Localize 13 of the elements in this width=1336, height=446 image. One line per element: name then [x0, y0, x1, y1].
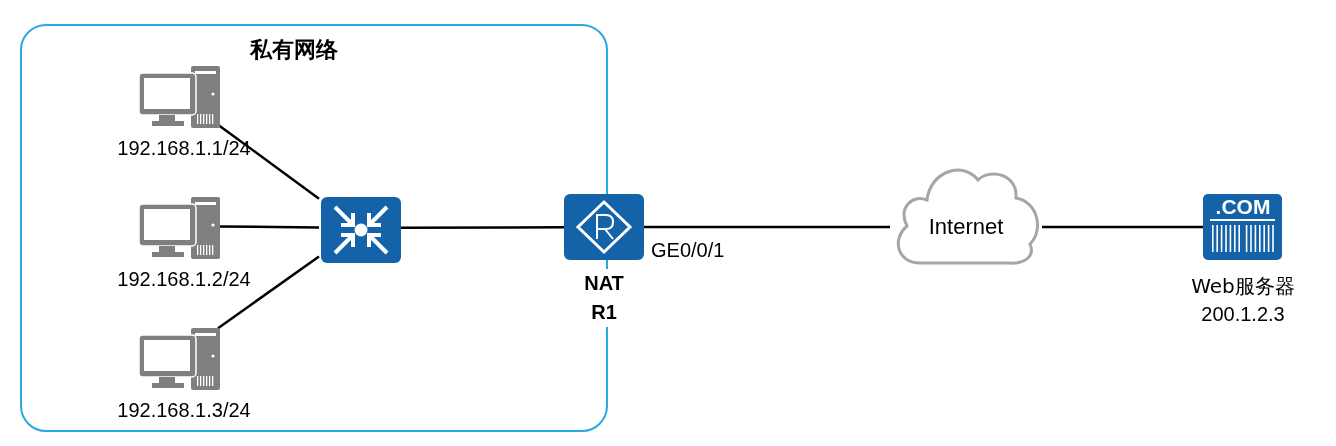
- zone-title: 私有网络: [250, 38, 338, 62]
- ip-address-label: 200.1.2.3: [1201, 302, 1285, 326]
- ip-address-label: 192.168.1.3/24: [117, 398, 251, 422]
- device-name-label: NAT R1: [584, 269, 624, 327]
- ip-address-label: 192.168.1.2/24: [117, 267, 251, 291]
- connection-line: [644, 225, 890, 229]
- cloud-label: Internet: [928, 215, 1004, 239]
- server-name-label: Web服务器: [1191, 274, 1295, 298]
- domain-label: .COM: [1215, 195, 1271, 219]
- ip-address-label: 192.168.1.1/24: [117, 136, 251, 160]
- connection-line: [217, 255, 320, 330]
- connection-line: [217, 123, 320, 200]
- connection-line: [1042, 225, 1203, 229]
